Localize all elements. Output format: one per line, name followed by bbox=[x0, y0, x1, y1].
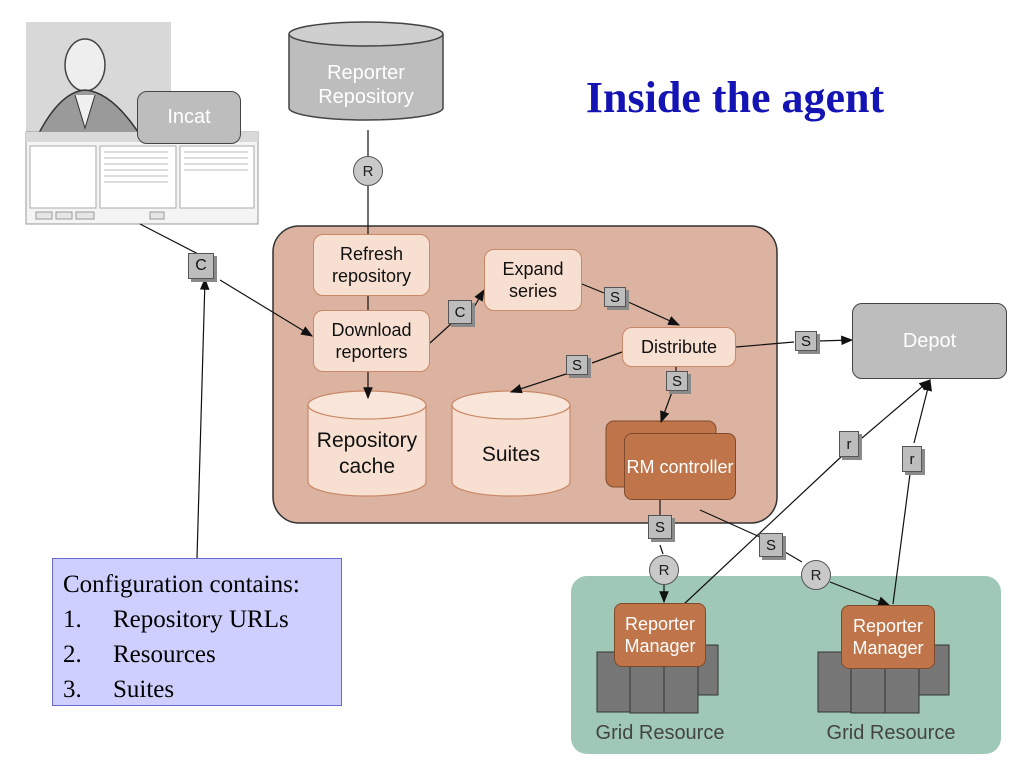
s-tag-rm-right: S bbox=[759, 533, 783, 557]
incat-illustration bbox=[25, 22, 259, 225]
refresh-repository-node: Refresh repository bbox=[313, 234, 430, 296]
rm-controller-label: RM controller bbox=[626, 456, 734, 477]
s-tag-rm-down: S bbox=[648, 515, 672, 539]
r-circle-left: R bbox=[649, 555, 679, 585]
configuration-item: 3.Suites bbox=[63, 676, 175, 703]
repository-cache-label: Repository cache bbox=[316, 429, 418, 478]
s-tag-rm: S bbox=[666, 371, 688, 391]
configuration-item: 2.Resources bbox=[63, 641, 216, 668]
rm-controller-node: RM controller bbox=[624, 433, 736, 500]
c-tag-config: C bbox=[188, 253, 214, 279]
distribute-node: Distribute bbox=[622, 327, 736, 367]
reporter-manager-right: Reporter Manager bbox=[841, 605, 935, 669]
download-reporters-label: Download reporters bbox=[331, 320, 412, 362]
r-circle-right: R bbox=[801, 560, 831, 590]
s-tag-expand: S bbox=[604, 287, 626, 307]
expand-series-label: Expand series bbox=[502, 259, 564, 301]
r-tag-right: r bbox=[902, 446, 922, 472]
page-title: Inside the agent bbox=[585, 73, 885, 122]
incat-node: Incat bbox=[137, 91, 241, 144]
configuration-item: 1.Repository URLs bbox=[63, 606, 289, 633]
depot-label: Depot bbox=[902, 329, 957, 352]
grid-resource-left-label: Grid Resource bbox=[595, 721, 725, 744]
refresh-repository-label: Refresh repository bbox=[331, 244, 412, 286]
configuration-note: Configuration contains: 1.Repository URL… bbox=[52, 558, 342, 706]
suites-cylinder bbox=[451, 390, 571, 497]
expand-series-node: Expand series bbox=[484, 249, 582, 311]
depot-node: Depot bbox=[852, 303, 1007, 379]
s-tag-suites: S bbox=[566, 355, 588, 375]
reporter-repository-cylinder bbox=[288, 21, 444, 121]
reporter-manager-right-label: Reporter Manager bbox=[852, 616, 924, 658]
reporter-manager-left-label: Reporter Manager bbox=[624, 614, 696, 656]
suites-label: Suites bbox=[481, 443, 541, 466]
configuration-list: 1.Repository URLs 2.Resources 3.Suites bbox=[63, 602, 331, 707]
configuration-heading: Configuration contains: bbox=[63, 571, 300, 598]
grid-resource-right-label: Grid Resource bbox=[826, 721, 956, 744]
r-circle-repository: R bbox=[353, 156, 383, 186]
reporter-repository-label: Reporter Repository bbox=[318, 62, 414, 108]
r-tag-left: r bbox=[839, 431, 859, 457]
s-tag-depot: S bbox=[795, 331, 817, 351]
reporter-manager-left: Reporter Manager bbox=[614, 603, 706, 667]
download-reporters-node: Download reporters bbox=[313, 310, 430, 372]
c-tag-download: C bbox=[448, 300, 472, 324]
distribute-label: Distribute bbox=[640, 337, 718, 357]
incat-label: Incat bbox=[167, 106, 211, 128]
